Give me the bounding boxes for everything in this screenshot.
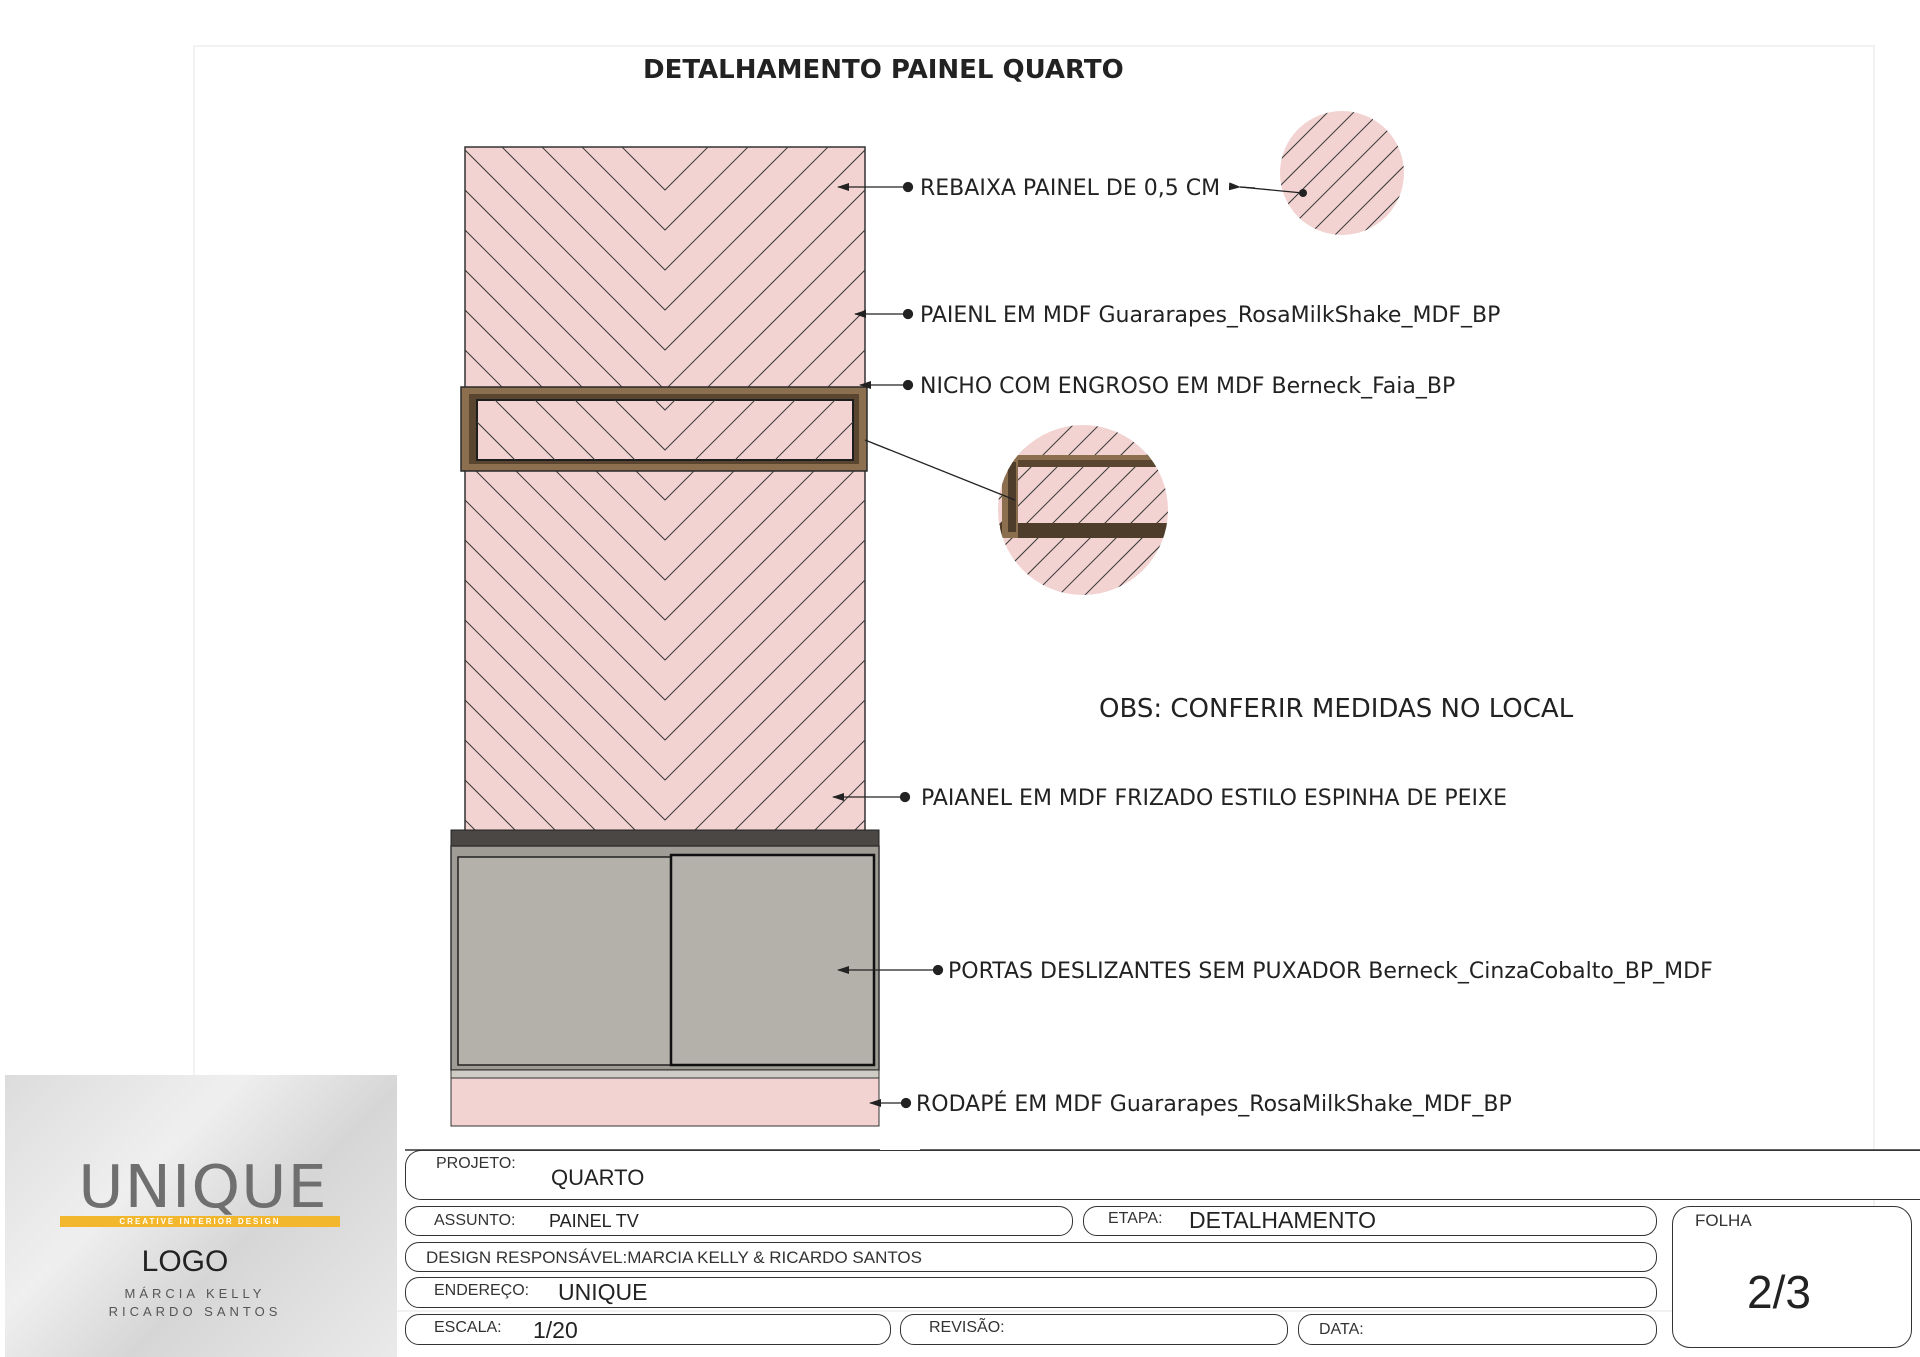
hatch-line	[1054, 425, 1168, 595]
herringbone-line	[465, 499, 865, 701]
field-assunto: ASSUNTO: PAINEL TV	[405, 1206, 1073, 1236]
observation-note: OBS: CONFERIR MEDIDAS NO LOCAL	[1099, 694, 1574, 724]
logo-tagline: CREATIVE INTERIOR DESIGN	[60, 1216, 340, 1227]
drawing-title: DETALHAMENTO PAINEL QUARTO	[643, 55, 1124, 85]
herringbone-line	[501, 147, 829, 311]
hatch-line	[1185, 424, 1360, 599]
hatch-line	[1329, 111, 1404, 235]
hatch-line	[1355, 111, 1404, 235]
logo-names: MÁRCIA KELLY RICARDO SANTOS	[65, 1285, 325, 1321]
design-label: DESIGN RESPONSÁVEL:MARCIA KELLY & RICARD…	[426, 1248, 922, 1267]
hatch-line	[1408, 110, 1538, 240]
detail-circle-recess	[1148, 110, 1642, 240]
etapa-value: DETALHAMENTO	[1189, 1207, 1377, 1233]
assunto-label: ASSUNTO:	[434, 1212, 516, 1229]
cabinet	[450, 829, 880, 1079]
hatch-line	[1460, 110, 1590, 240]
hatch-line	[1237, 424, 1412, 599]
callout-niche: NICHO COM ENGROSO EM MDF Berneck_Faia_BP	[920, 374, 1455, 399]
herringbone-line	[635, 471, 695, 501]
niche	[460, 386, 868, 472]
hatch-line	[1486, 110, 1616, 240]
leader-lines	[832, 181, 1304, 1109]
logo-block: UNIQUE CREATIVE INTERIOR DESIGN LOGO MÁR…	[5, 1075, 397, 1357]
pink-panel	[464, 146, 866, 832]
field-endereco: ENDEREÇO: UNIQUE	[405, 1277, 1657, 1308]
etapa-label: ETAPA:	[1108, 1210, 1163, 1227]
hatch-line	[998, 425, 1075, 595]
herringbone-line	[465, 619, 865, 821]
field-design: DESIGN RESPONSÁVEL:MARCIA KELLY & RICARD…	[405, 1242, 1657, 1272]
endereco-label: ENDEREÇO:	[434, 1282, 530, 1299]
data-label: DATA:	[1319, 1321, 1364, 1338]
callout-recess: REBAIXA PAINEL DE 0,5 CM	[920, 176, 1220, 201]
herringbone-bottom	[465, 471, 865, 831]
escala-value: 1/20	[533, 1317, 578, 1343]
herringbone-line	[465, 539, 865, 741]
hatch-line	[1263, 424, 1438, 599]
hatch-line	[1315, 424, 1490, 599]
endereco-value: UNIQUE	[558, 1279, 648, 1305]
herringbone-line	[515, 471, 815, 621]
hatch-line	[1512, 110, 1642, 240]
assunto-value: PAINEL TV	[549, 1211, 639, 1231]
hatch-line	[1280, 111, 1357, 235]
field-projeto: PROJETO: QUARTO	[405, 1150, 1920, 1200]
herringbone-line	[654, 400, 676, 411]
hatch-line	[1280, 111, 1331, 235]
callout-baseboard: RODAPÉ EM MDF Guararapes_RosaMilkShake_M…	[916, 1091, 1512, 1117]
callout-herringbone: PAIANEL EM MDF FRIZADO ESTILO ESPINHA DE…	[921, 786, 1507, 811]
herringbone-line	[555, 471, 775, 581]
callout-sliding-doors: PORTAS DESLIZANTES SEM PUXADOR Berneck_C…	[948, 959, 1713, 984]
field-escala: ESCALA: 1/20	[405, 1314, 891, 1345]
folha-value: 2/3	[1747, 1266, 1811, 1318]
escala-label: ESCALA:	[434, 1319, 502, 1336]
field-data: DATA:	[1298, 1314, 1657, 1345]
logo-label: LOGO	[141, 1245, 229, 1278]
hatch-line	[1148, 110, 1278, 240]
sliding-door-right	[669, 853, 876, 1067]
logo-name-1: MÁRCIA KELLY	[124, 1286, 266, 1301]
herringbone-line	[595, 471, 735, 541]
projeto-label: PROJETO:	[436, 1155, 516, 1172]
hatch-line	[1028, 425, 1168, 595]
hatch-line	[1280, 111, 1383, 235]
hatch-line	[998, 425, 1127, 595]
field-revisao: REVISÃO:	[900, 1314, 1288, 1345]
hatch-line	[1341, 424, 1516, 599]
herringbone-line	[465, 579, 865, 781]
herringbone-line	[475, 471, 855, 661]
hatch-line	[1303, 111, 1404, 235]
callout-panel-mdf: PAIENL EM MDF Guararapes_RosaMilkShake_M…	[920, 303, 1500, 328]
herringbone-top	[465, 147, 865, 387]
herringbone-line	[541, 147, 789, 271]
herringbone-line	[581, 147, 749, 231]
field-folha: FOLHA 2/3	[1672, 1206, 1912, 1348]
revisao-label: REVISÃO:	[929, 1319, 1005, 1336]
hatch-line	[1158, 425, 1168, 595]
hatch-line	[998, 425, 1023, 595]
hatch-line	[1211, 424, 1386, 599]
detail-circle-niche	[998, 424, 1516, 599]
sheet-border	[193, 45, 1875, 1312]
folha-label: FOLHA	[1695, 1211, 1752, 1230]
field-etapa: ETAPA: DETALHAMENTO	[1083, 1206, 1657, 1236]
hatch-line	[1289, 424, 1464, 599]
herringbone-line	[614, 400, 716, 451]
herringbone-line	[621, 147, 709, 191]
herringbone-line	[465, 149, 865, 351]
logo-name-2: RICARDO SANTOS	[108, 1304, 282, 1319]
hatch-line	[1106, 425, 1168, 595]
hatch-line	[1434, 110, 1564, 240]
logo-wordmark: UNIQUE	[78, 1151, 328, 1222]
sliding-door-left	[457, 856, 672, 1066]
projeto-value: QUARTO	[551, 1165, 645, 1190]
baseboard	[450, 1077, 880, 1127]
hatch-line	[1080, 425, 1168, 595]
